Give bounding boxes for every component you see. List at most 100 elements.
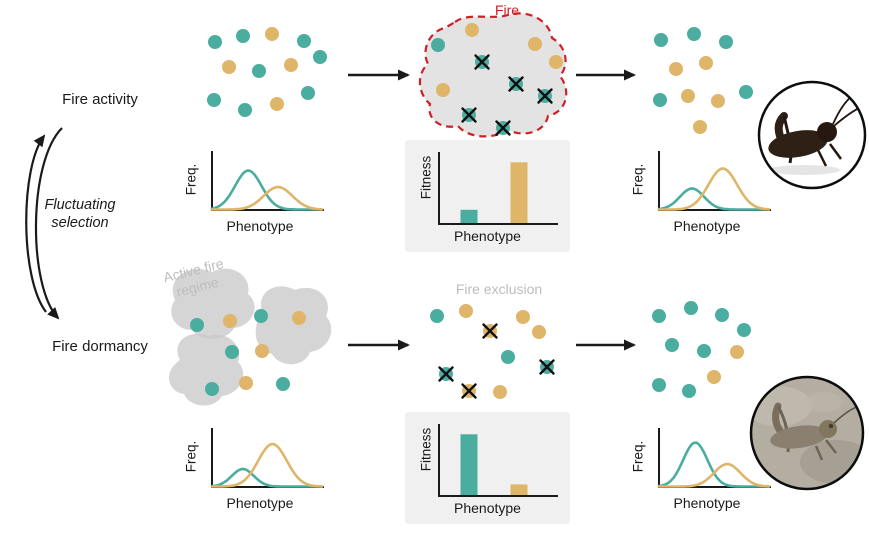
fire-blob-outline <box>418 12 568 138</box>
individual-teal <box>236 29 250 43</box>
freq-curve-teal <box>657 187 771 211</box>
cricket-leg <box>816 149 828 167</box>
individual-tan <box>436 83 450 97</box>
individual-tan <box>532 325 546 339</box>
individual-teal <box>654 33 668 47</box>
individual-teal <box>652 309 666 323</box>
plot-axes <box>211 151 324 211</box>
individual-teal <box>301 86 315 100</box>
stone-texture <box>806 392 842 412</box>
photo-border <box>749 375 865 491</box>
stone-texture <box>800 440 863 484</box>
scatter-top-during-fire <box>431 23 563 136</box>
freq-curve-tan <box>657 167 771 211</box>
freq-curve-teal <box>210 169 324 211</box>
individual-teal <box>739 85 753 99</box>
fitness-bar-tan <box>510 162 528 223</box>
photo-dark-cricket <box>757 80 867 190</box>
cricket-body <box>768 130 828 158</box>
freq-curve-teal <box>657 441 771 488</box>
individual-tan <box>693 120 707 134</box>
scatter-bottom-after <box>652 301 751 398</box>
individual-tan <box>223 314 237 328</box>
individual-teal <box>238 103 252 117</box>
individual-tan <box>549 55 563 69</box>
individual-tan <box>265 27 279 41</box>
phenotype-axis-label: Phenotype <box>454 500 521 516</box>
individual-teal <box>225 345 239 359</box>
individual-tan <box>255 344 269 358</box>
phenotype-axis-label: Phenotype <box>454 228 521 244</box>
individual-teal <box>430 309 444 323</box>
freq-curve-teal <box>210 467 324 488</box>
individual-teal <box>297 34 311 48</box>
fluctuating-selection-cycle-arrows <box>25 127 63 320</box>
freq-plot-canvas <box>657 428 771 488</box>
individual-teal <box>719 35 733 49</box>
individual-tan <box>699 56 713 70</box>
cycle-arrow-up <box>25 134 47 313</box>
freq-curve-tan <box>657 462 771 488</box>
individual-tan <box>239 376 253 390</box>
freq-curve-tan <box>210 185 324 211</box>
individual-tan <box>465 23 479 37</box>
photo-border <box>757 80 867 190</box>
freq-plot-bottom-before: Freq. Phenotype <box>184 423 335 523</box>
individual-teal <box>276 377 290 391</box>
individual-teal <box>501 350 515 364</box>
freq-axis-label: Freq. <box>630 163 646 196</box>
fire-burn-region <box>418 12 568 138</box>
grasshopper-leg <box>814 445 824 461</box>
fire-activity-label: Fire activity <box>62 91 138 108</box>
phenotype-axis-label: Phenotype <box>226 495 294 511</box>
freq-axis-label: Freq. <box>630 440 646 473</box>
individual-tan <box>459 304 473 318</box>
burn-patch <box>255 286 332 365</box>
mortality-x-mark <box>461 107 477 123</box>
mortality-x-mark <box>461 383 477 399</box>
mortality-x-mark <box>539 359 555 375</box>
individual-tan <box>669 62 683 76</box>
plot-axes <box>438 152 558 225</box>
individual-teal <box>652 378 666 392</box>
individual-tan <box>711 94 725 108</box>
fitness-bar-tan <box>510 484 528 495</box>
individual-tan <box>528 37 542 51</box>
individual-teal <box>687 27 701 41</box>
individual-tan <box>730 345 744 359</box>
freq-plot-top-before: Freq. Phenotype <box>183 146 335 246</box>
individual-teal <box>684 301 698 315</box>
freq-curve-tan <box>210 442 324 488</box>
fire-dormancy-label: Fire dormancy <box>52 338 148 355</box>
mortality-x-mark <box>495 120 511 136</box>
fluctuating-selection-label: Fluctuating selection <box>44 197 116 232</box>
individual-teal <box>254 309 268 323</box>
cricket-leg <box>828 143 843 160</box>
freq-plot-top-after: Freq. Phenotype <box>630 146 782 246</box>
freq-axis-label: Freq. <box>183 163 199 196</box>
burn-patch <box>168 333 244 406</box>
mortality-x-mark <box>474 54 490 70</box>
individual-teal <box>431 38 445 52</box>
individual-tan <box>493 385 507 399</box>
cycle-arrow-down <box>34 127 63 320</box>
fitness-panel-fire: Fitness Phenotype <box>405 140 570 252</box>
grasshopper-body <box>770 425 828 449</box>
individual-tan <box>516 310 530 324</box>
plot-axes <box>658 428 771 488</box>
grasshopper-eye <box>828 423 834 429</box>
individual-teal <box>665 338 679 352</box>
freq-plot-bottom-after: Freq. Phenotype <box>630 423 782 523</box>
individual-teal <box>313 50 327 64</box>
freq-plot-canvas <box>210 428 324 488</box>
individual-teal <box>715 308 729 322</box>
scatter-top-before <box>207 27 327 117</box>
plot-axes <box>438 424 558 497</box>
freq-plot-canvas <box>210 151 324 211</box>
mortality-x-mark <box>537 88 553 104</box>
fire-exclusion-label: Fire exclusion <box>455 281 543 297</box>
phenotype-axis-label: Phenotype <box>673 218 741 234</box>
cricket-shadow <box>768 165 840 175</box>
fitness-chart-canvas <box>438 152 558 225</box>
